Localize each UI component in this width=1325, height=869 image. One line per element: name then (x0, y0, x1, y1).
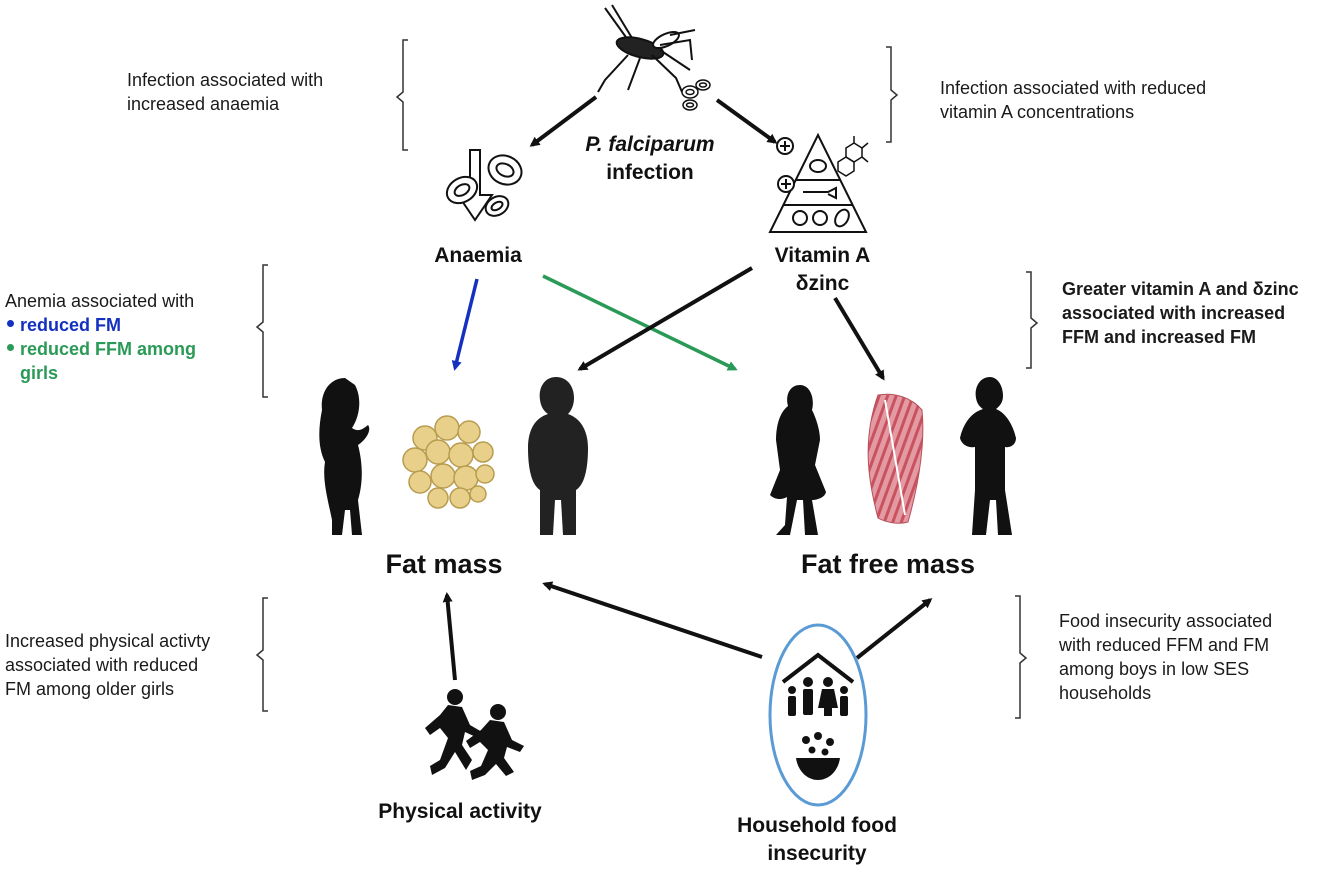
child-silhouette-icon (960, 377, 1016, 535)
bracket-top-right (886, 46, 899, 143)
bracket-top-left (395, 39, 408, 151)
muscle-icon (867, 393, 924, 524)
note-line: reduced FM (20, 315, 122, 335)
note-mid-right: Greater vitamin A and δzinc associated w… (1062, 277, 1299, 349)
food-pyramid-icon (768, 132, 868, 233)
arrow-food-to-fatfreemass (855, 598, 933, 660)
child-silhouette-icon (319, 378, 370, 535)
note-mid-left: Anemia associated with reduced FM reduce… (5, 289, 196, 385)
red-blood-cells-icon (681, 79, 711, 111)
child-silhouette-icon (770, 385, 826, 535)
node-fat-mass: Fat mass (385, 549, 503, 579)
note-line: increased anaemia (127, 94, 280, 114)
fat-cells-icon (402, 415, 495, 509)
note-line: reduced FFM among (20, 339, 197, 359)
node-anaemia: Anaemia (434, 244, 522, 267)
note-bullet-reduced-ffm: reduced FFM among girls (5, 337, 196, 385)
arrow-anaemia-to-fatmass (451, 278, 479, 371)
node-infection: P. falciparum infection (555, 131, 745, 187)
note-bullet-reduced-fm: reduced FM (5, 313, 196, 337)
note-line: Increased physical activty (5, 631, 211, 651)
note-top-left: Infection associated with increased anae… (127, 68, 323, 116)
arrow-vitamin-to-fatfreemass (833, 296, 885, 381)
mosquito-icon (597, 4, 696, 93)
note-line: Food insecurity associated (1059, 611, 1273, 631)
child-silhouette-icon (528, 377, 588, 535)
note-line: FFM and increased FM (1062, 327, 1257, 347)
note-line: Infection associated with reduced (940, 78, 1207, 98)
arrow-food-to-fatmass (542, 581, 763, 659)
bracket-bottom-left (255, 597, 268, 712)
note-bottom-left: Increased physical activty associated wi… (5, 629, 210, 701)
node-household-food: Household food insecurity (712, 812, 922, 868)
node-vitamin-line1: Vitamin A (774, 244, 871, 267)
note-line: among boys in low SES (1059, 659, 1250, 679)
node-vitamin-line2: δzinc (795, 272, 850, 295)
note-line: vitamin A concentrations (940, 102, 1135, 122)
note-bottom-right: Food insecurity associated with reduced … (1059, 609, 1272, 705)
bullet-dot (7, 344, 14, 351)
node-fat-free-mass: Fat free mass (800, 549, 976, 579)
note-line: Anemia associated with (5, 291, 195, 311)
arrow-infection-to-vitamin (715, 98, 778, 144)
note-line: Infection associated with (127, 70, 324, 90)
household-family-icon (768, 623, 868, 807)
node-infection-line1: P. falciparum (585, 133, 715, 156)
arrow-anaemia-to-fatfreemass (542, 274, 738, 371)
note-line: girls (20, 363, 59, 383)
note-line: with reduced FFM and FM (1059, 635, 1270, 655)
node-infection-line2: infection (606, 161, 694, 184)
running-children-icon (425, 689, 524, 780)
bracket-mid-left (255, 264, 268, 398)
bracket-mid-right (1026, 271, 1039, 369)
note-line: associated with reduced (5, 655, 199, 675)
node-household-food-line2: insecurity (767, 842, 867, 865)
arrow-activity-to-fatmass (442, 592, 457, 681)
bullet-dot (7, 320, 14, 327)
node-household-food-line1: Household food (737, 814, 897, 837)
node-vitamin: Vitamin A δzinc (755, 242, 890, 298)
molecule-icon (837, 136, 869, 177)
note-line: FM among older girls (5, 679, 175, 699)
note-line: households (1059, 683, 1152, 703)
arrow-infection-to-anaemia (529, 95, 598, 147)
anaemia-cells-icon (445, 149, 523, 222)
note-line: Greater vitamin A and δzinc (1062, 279, 1299, 299)
note-top-right: Infection associated with reduced vitami… (940, 76, 1206, 124)
food-bowl-icon (796, 732, 840, 780)
node-physical-activity: Physical activity (378, 800, 542, 823)
note-line: associated with increased (1062, 303, 1286, 323)
bracket-bottom-right (1015, 595, 1028, 719)
arrow-vitamin-to-fatmass (577, 266, 754, 371)
